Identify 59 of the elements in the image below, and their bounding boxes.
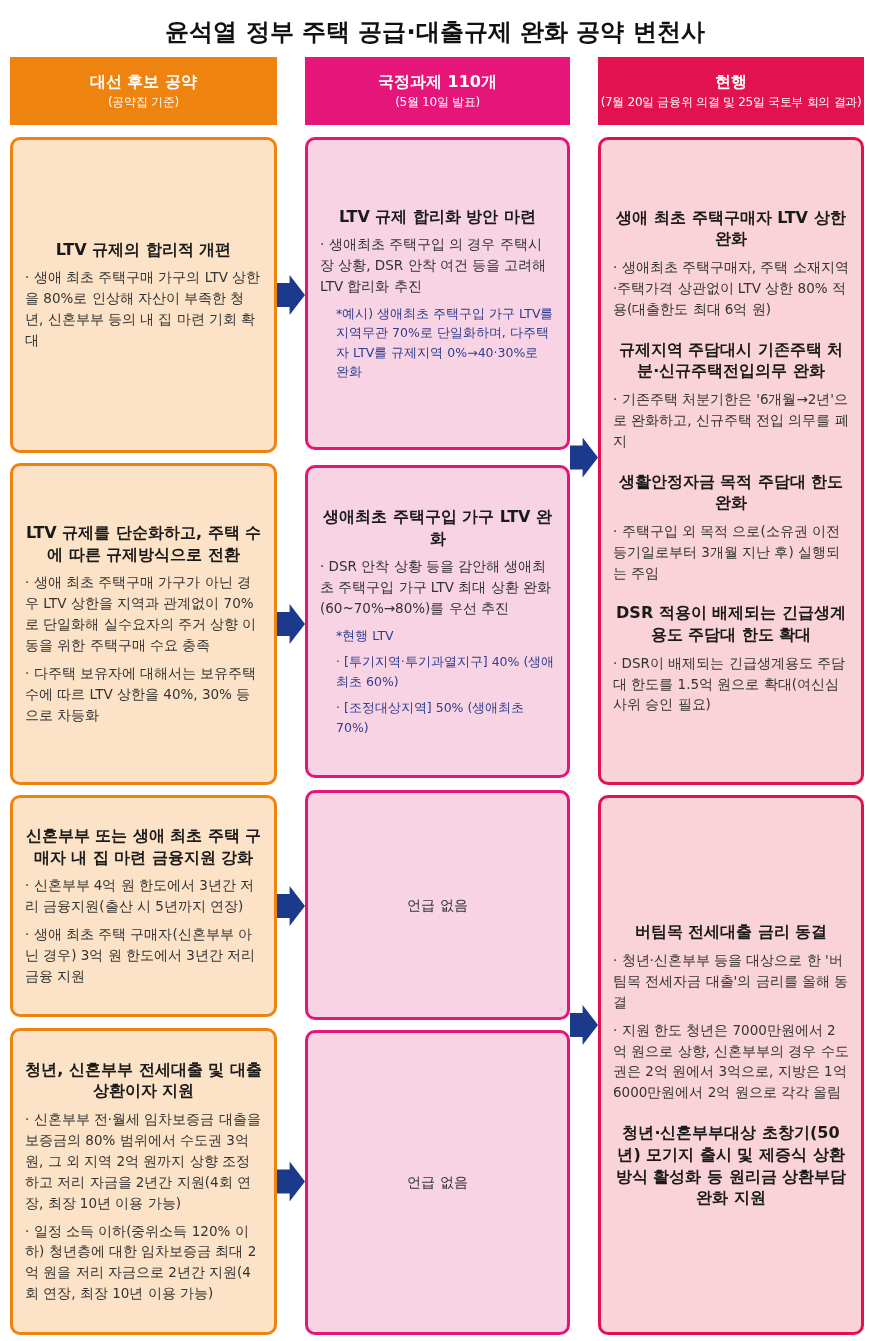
- card-heading: 청년, 신혼부부 전세대출 및 대출 상환이자 지원: [25, 1058, 262, 1102]
- column-header: [305, 57, 570, 125]
- header-title: 현행: [715, 71, 747, 94]
- column-header: [598, 57, 864, 125]
- card-text: · 생애최초 주택구입 의 경우 주택시장 상황, DSR 안착 여건 등을 고려해 LTV 합리화 추진: [320, 235, 548, 296]
- card: [10, 463, 277, 785]
- card-text: · 생애 최초 주택구매 가구가 아닌 경우 LTV 상한을 지역과 관계없이 70%로 단일화해 실수요자의 주거 상향 이동을 위한 주택구매 수요 충족: [25, 573, 258, 656]
- card: [305, 137, 570, 450]
- card-heading: 신혼부부 또는 생애 최초 주택 구매자 내 집 마련 금융지원 강화: [25, 825, 262, 869]
- card-text: · DSR이 배제되는 긴급생계용도 주담대 한도를 1.5억 원으로 확대(여신심사위 승인 필요): [613, 653, 846, 715]
- card-text: 언급 없음: [406, 895, 469, 915]
- card-text: · 주택구입 외 목적 으로(소유권 이전등기일로부터 3개월 지난 후) 실행되는 주임: [613, 521, 842, 583]
- note-text: *현행 LTV: [335, 627, 395, 646]
- header-subtitle: (5월 10일 발표): [395, 93, 480, 111]
- card: [10, 137, 277, 453]
- header-subtitle: (공약집 기준): [108, 93, 179, 111]
- card: [10, 795, 277, 1017]
- card-heading: LTV 규제의 합리적 개편: [54, 238, 233, 261]
- block-arrow: [570, 437, 598, 478]
- note-text: · [조정대상지역] 50% (생애최초70%): [335, 699, 526, 737]
- card-text: · 일정 소득 이하(중위소득 120% 이하) 청년층에 대한 임차보증금 최대 2억 원을 저리 자금으로 2년간 지원(4회 연장, 최장 10년 이용 가능): [25, 1221, 258, 1304]
- header-title: 대선 후보 공약: [89, 71, 198, 94]
- card-text: 언급 없음: [406, 1173, 469, 1192]
- card-text: · 생애최초 주택구매자, 주택 소재지역·주택가격 상관없이 LTV 상한 80% 적용(대출한도 최대 6억 원): [613, 257, 849, 319]
- header-subtitle: (7월 20일 금융위 의결 및 25일 국토부 회의 결과): [600, 93, 862, 111]
- card-heading: 생애최초 주택구입 가구 LTV 완화: [321, 506, 554, 550]
- card: [305, 790, 570, 1020]
- diagram-title: 윤석열 정부 주택 공급·대출규제 완화 공약 변천사: [164, 17, 706, 48]
- card-text: · 기존주택 처분기한은 '6개월→2년'으로 완화하고, 신규주택 전입 의무를 폐지: [613, 389, 849, 451]
- card-text: · 생애 최초 주택구매 가구의 LTV 상한을 80%로 인상해 자산이 부족한 청년, 신혼부부 등의 내 집 마련 기회 확대: [25, 268, 262, 351]
- card-heading: DSR 적용이 배제되는 긴급생계용도 주담대 한도 확대: [615, 602, 847, 646]
- card-text: · 생애 최초 주택 구매자(신혼부부 아닌 경우) 3억 원 한도에서 3년간 저리 금융 지원: [25, 925, 257, 986]
- card: [598, 137, 864, 785]
- column-header: [10, 57, 277, 125]
- card-text: · 지원 한도 청년은 7000만원에서 2억 원으로 상향, 신혼부부의 경우 수도권은 2억 원에서 3억으로, 지방은 1억 6000만원에서 2억 원으로 각각 올림: [613, 1020, 849, 1103]
- card-text: · 신혼부부 전·월세 임차보증금 대출을 보증금의 80% 범위에서 수도권 3억 원, 그 외 지역 2억 원까지 상향 조정하고 저리 자금을 2년간 지원(4회 연장, 최장 10년 이용 가능): [25, 1109, 262, 1213]
- block-arrow: [570, 1005, 598, 1045]
- card-text: · 청년·신혼부부 등을 대상으로 한 '버팀목 전세자금 대출'의 금리를 올해 동결: [613, 950, 849, 1012]
- card-heading: 생활안정자금 목적 주담대 한도 완화: [617, 470, 845, 514]
- card: [305, 1030, 570, 1335]
- card: [598, 795, 864, 1335]
- card-heading: 규제지역 주담대시 기존주택 처분·신규주택전입의무 완화: [617, 338, 845, 382]
- block-arrow: [277, 604, 305, 644]
- note-text: *예시) 생애최초 주택구입 가구 LTV를 지역무관 70%로 단일화하며, 다주택자 LTV를 규제지역 0%→40·30%로 완화: [335, 304, 555, 382]
- header-title: 국정과제 110개: [378, 71, 497, 94]
- card-heading: LTV 규제 합리화 방안 마련: [337, 205, 538, 228]
- card-heading: LTV 규제를 단순화하고, 주택 수에 따른 규제방식으로 전환: [25, 522, 262, 566]
- note-text: · [투기지역·투기과열지구] 40% (생애최초 60%): [335, 653, 555, 691]
- card-text: · 신혼부부 4억 원 한도에서 3년간 저리 금융지원(출산 시 5년까지 연장): [25, 876, 256, 917]
- card-heading: 청년·신혼부부대상 초창기(50년) 모기지 출시 및 제증식 상환 방식 활성화 등 원리금 상환부담 완화 지원: [614, 1122, 848, 1209]
- card: [305, 465, 570, 778]
- block-arrow: [277, 1161, 305, 1202]
- block-arrow: [277, 275, 305, 315]
- card-text: · 다주택 보유자에 대해서는 보유주택 수에 따르 LTV 상한을 40%, 30% 등으로 차등화: [25, 664, 258, 725]
- card-heading: 버팀목 전세대출 금리 동결: [633, 921, 829, 943]
- block-arrow: [277, 886, 305, 926]
- card-text: · DSR 안착 상황 등을 감안해 생애최초 주택구입 가구 LTV 최대 상환 완화(60~70%→80%)를 우선 추진: [320, 557, 552, 619]
- card: [10, 1028, 277, 1335]
- card-heading: 생애 최초 주택구매자 LTV 상한 완화: [615, 206, 847, 250]
